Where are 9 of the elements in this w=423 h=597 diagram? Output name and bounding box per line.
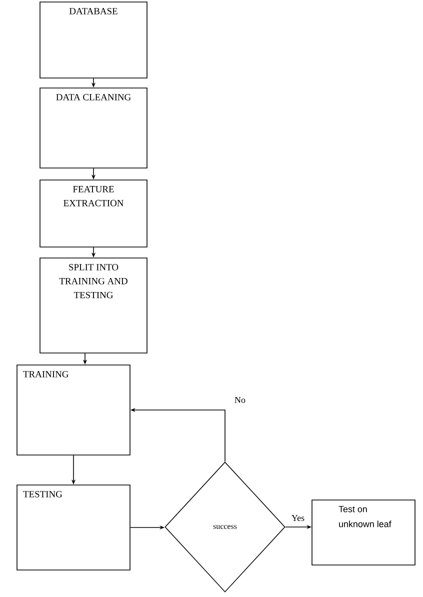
process-box: FEATURE EXTRACTION <box>40 180 148 248</box>
edge-label: Yes <box>290 514 306 522</box>
process-box: Test on unknown leaf <box>312 500 416 566</box>
process-box: DATA CLEANING <box>40 88 148 168</box>
process-box: DATABASE <box>40 2 148 78</box>
process-box: TESTING <box>16 484 130 570</box>
process-box: TRAINING <box>16 364 130 456</box>
process-box: SPLIT INTO TRAINING AND TESTING <box>40 258 148 354</box>
edge-label: No <box>234 396 246 404</box>
